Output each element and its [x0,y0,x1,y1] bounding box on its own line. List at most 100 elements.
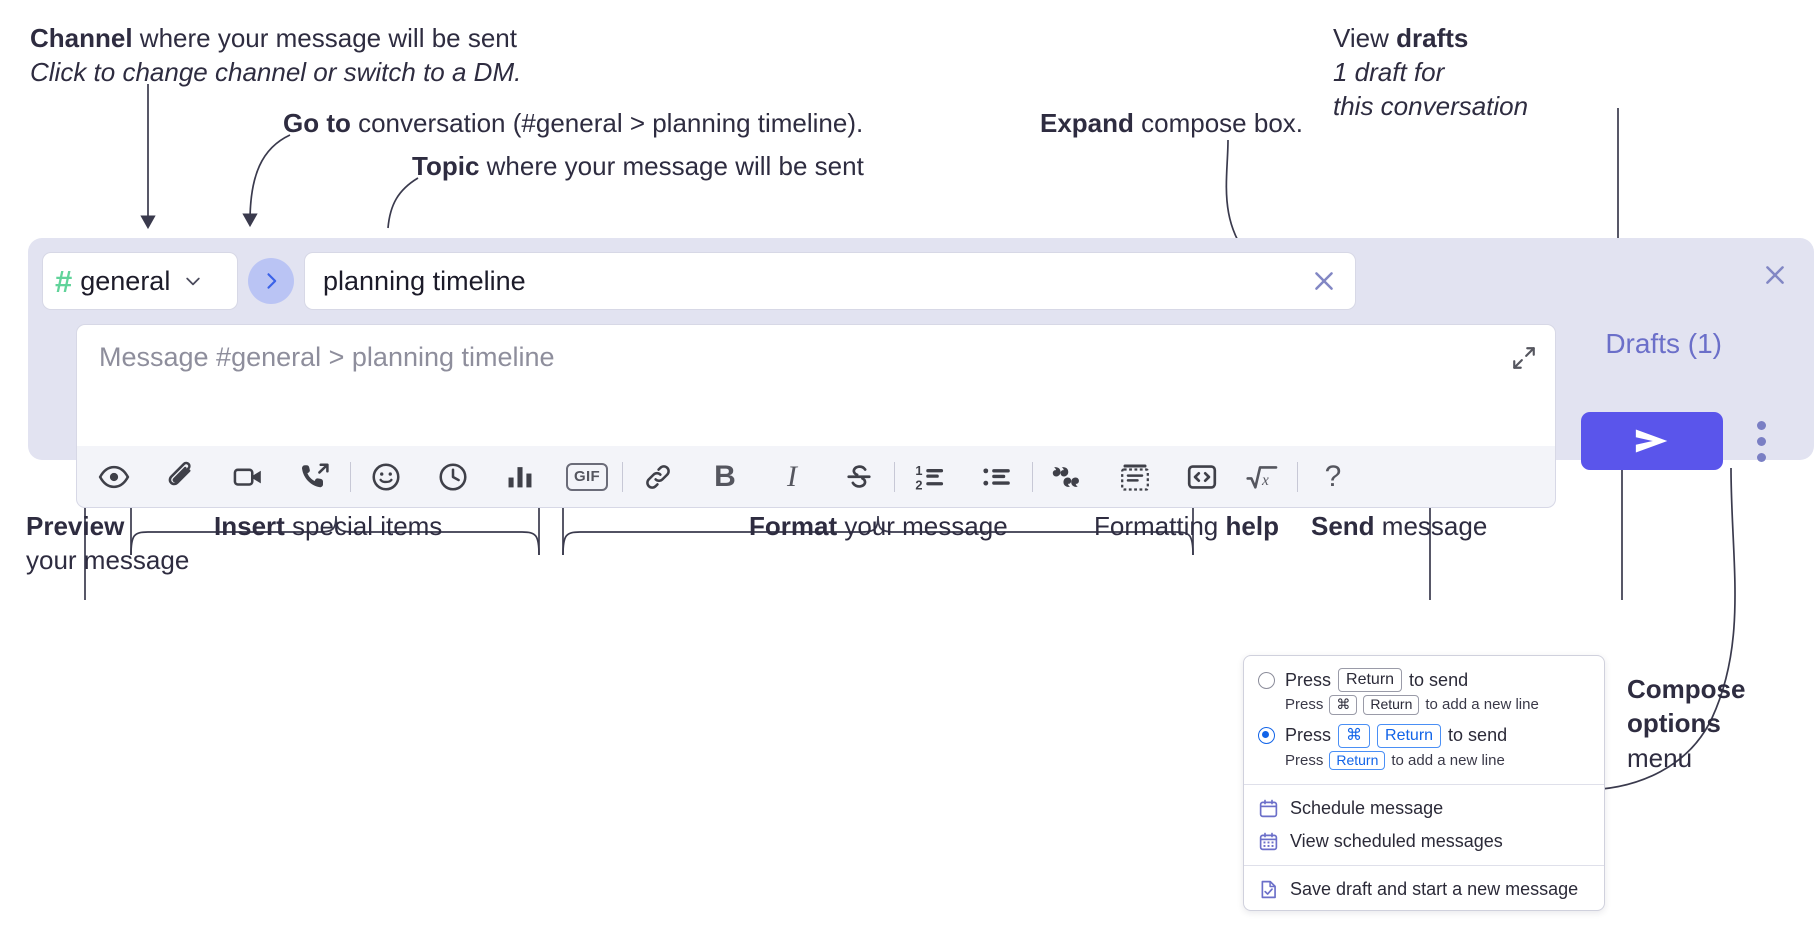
clock-icon [439,462,467,491]
code-icon [1187,464,1217,489]
annotation-insert: Insert special items [214,510,442,544]
topic-value: planning timeline [323,265,526,296]
annotation-goto: Go to conversation (#general > planning … [283,107,863,141]
radio-return[interactable] [1258,671,1275,689]
annotation-preview: Preview your message [26,510,189,578]
annotation-topic: Topic where your message will be sent [412,150,864,184]
send-option-cmd-return[interactable]: Press ⌘ Return to send [1244,722,1604,750]
annotation-expand-bold: Expand [1040,108,1134,138]
message-input[interactable]: Message #general > planning timeline [76,324,1556,446]
preview-button[interactable] [91,454,137,500]
poll-button[interactable] [497,454,543,500]
annotation-channel-bold: Channel [30,23,133,53]
audio-call-icon [302,462,329,487]
annotation-expand: Expand compose box. [1040,107,1303,141]
chevron-down-icon [186,277,201,286]
press-word: Press [1285,669,1332,690]
key-return: Return [1329,750,1386,770]
menu-item-view-scheduled[interactable]: View scheduled messages [1244,825,1604,858]
bulleted-list-button[interactable] [974,454,1020,500]
annotation-preview-bold: Preview [26,511,125,541]
gif-button[interactable]: GIF [564,454,610,500]
drafts-link[interactable]: Drafts (1) [1605,328,1722,359]
close-panel-button[interactable] [1758,258,1792,292]
hash-icon: # [55,263,72,299]
bold-button[interactable]: B [702,454,748,500]
sub-tail-text: to add a new line [1391,751,1505,769]
compose-options-button[interactable] [1746,418,1776,464]
annotation-send: Send message [1311,510,1487,544]
formatting-toolbar: GIF B I [76,446,1556,508]
math-icon: x [1246,465,1278,489]
ordered-list-icon: 1 2 [915,463,944,492]
annotation-send-bold: Send [1311,511,1375,541]
annotation-drafts-italic1: 1 draft for [1333,56,1445,87]
annotation-help-lead: Formatting [1094,511,1226,541]
italic-button[interactable]: I [769,454,815,500]
video-clip-button[interactable] [225,454,271,500]
channel-selector[interactable]: # general [42,252,238,310]
poll-icon [508,466,532,487]
annotation-format: Format your message [749,510,1008,544]
compose-options-menu: Press Return to send Press ⌘ Return to a… [1243,655,1605,911]
clear-topic-button[interactable] [1305,262,1343,300]
help-icon: ? [1324,459,1342,493]
preview-icon [98,465,130,488]
expand-compose-button[interactable] [1507,341,1541,375]
goto-conversation-button[interactable] [248,258,294,304]
attach-file-button[interactable] [158,454,204,500]
annotation-channel-italic: Click to change channel or switch to a D… [30,56,522,87]
annotation-insert-bold: Insert [214,511,285,541]
toolbar-divider [1297,461,1298,492]
link-button[interactable] [635,454,681,500]
annotation-channel: Channel where your message will be sent … [30,22,521,90]
audio-clip-button[interactable] [292,454,338,500]
compose-panel: # general planning timeline [28,238,1814,508]
more-options-icon [1756,420,1766,430]
close-icon [1315,272,1333,290]
annotation-compose-menu-l1: Compose [1627,674,1746,704]
paper-plane-icon [1635,429,1668,453]
send-option-return-label: Press Return to send [1285,668,1468,692]
emoji-button[interactable] [363,454,409,500]
more-options-icon [1756,436,1766,446]
math-button[interactable]: x [1239,454,1285,500]
bulleted-list-icon [983,467,1010,486]
send-button[interactable] [1581,412,1723,470]
code-block-button[interactable] [1112,454,1158,500]
expand-icon [1513,347,1535,369]
menu-item-label: View scheduled messages [1290,831,1503,851]
press-word: Press [1285,725,1332,745]
send-option-cmd-return-label: Press ⌘ Return to send [1285,723,1507,748]
annotation-goto-rest: conversation (#general > planning timeli… [350,108,864,138]
gif-icon: GIF [566,462,608,491]
calendar-grid-icon [1259,832,1278,851]
annotation-insert-rest: special items [284,511,443,541]
reminder-button[interactable] [430,454,476,500]
radio-cmd-return[interactable] [1258,727,1275,744]
toolbar-divider [350,461,351,492]
annotation-send-rest: message [1374,511,1488,541]
menu-item-save-draft[interactable]: Save draft and start a new message [1244,873,1604,906]
formatting-help-button[interactable]: ? [1310,454,1356,500]
annotation-expand-rest: compose box. [1133,108,1304,138]
video-icon [233,468,261,486]
code-button[interactable] [1179,454,1225,500]
key-command: ⌘ [1338,723,1371,748]
send-option-return-sub: Press ⌘ Return to add a new line [1244,694,1604,722]
channel-name: general [80,265,171,296]
menu-item-label: Save draft and start a new message [1290,879,1579,899]
sub-tail-text: to add a new line [1425,696,1539,714]
calendar-icon [1259,799,1278,818]
topic-input[interactable]: planning timeline [304,252,1356,310]
strikethrough-button[interactable] [836,454,882,500]
annotation-topic-bold: Topic [412,151,480,181]
menu-item-schedule-message[interactable]: Schedule message [1244,792,1604,825]
attachment-icon [168,461,191,485]
send-option-return[interactable]: Press Return to send [1244,666,1604,694]
italic-icon: I [787,459,797,493]
annotation-help-bold: help [1225,511,1279,541]
blockquote-button[interactable] [1045,454,1091,500]
chevron-right-icon [267,273,277,289]
ordered-list-button[interactable]: 1 2 [907,454,953,500]
